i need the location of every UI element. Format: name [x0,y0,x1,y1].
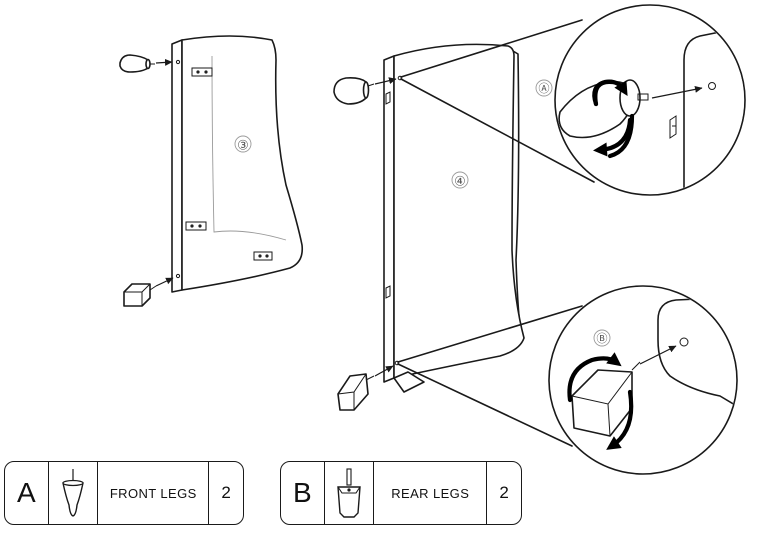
rear-leg-icon [325,462,375,524]
part-quantity: 2 [487,462,521,524]
callout-label-b: Ⓑ [597,332,608,345]
step-4-panel: ④ [334,44,524,410]
part-letter: B [281,462,325,524]
step-number-4: ④ [454,174,466,189]
front-leg-part [120,55,155,72]
rear-leg-part [338,374,374,410]
part-label: FRONT LEGS [98,462,209,524]
parts-box-b: B REAR LEGS 2 [280,461,522,525]
front-leg-part [334,78,374,104]
part-letter: A [5,462,49,524]
callout-label-a: Ⓐ [539,82,550,95]
parts-box-a: A FRONT LEGS 2 [4,461,244,525]
part-quantity: 2 [209,462,243,524]
front-leg-icon [49,462,99,524]
part-label: REAR LEGS [374,462,487,524]
rear-leg-part [124,284,156,306]
step-number-3: ③ [237,138,249,153]
step-3-panel: ③ [120,36,302,306]
